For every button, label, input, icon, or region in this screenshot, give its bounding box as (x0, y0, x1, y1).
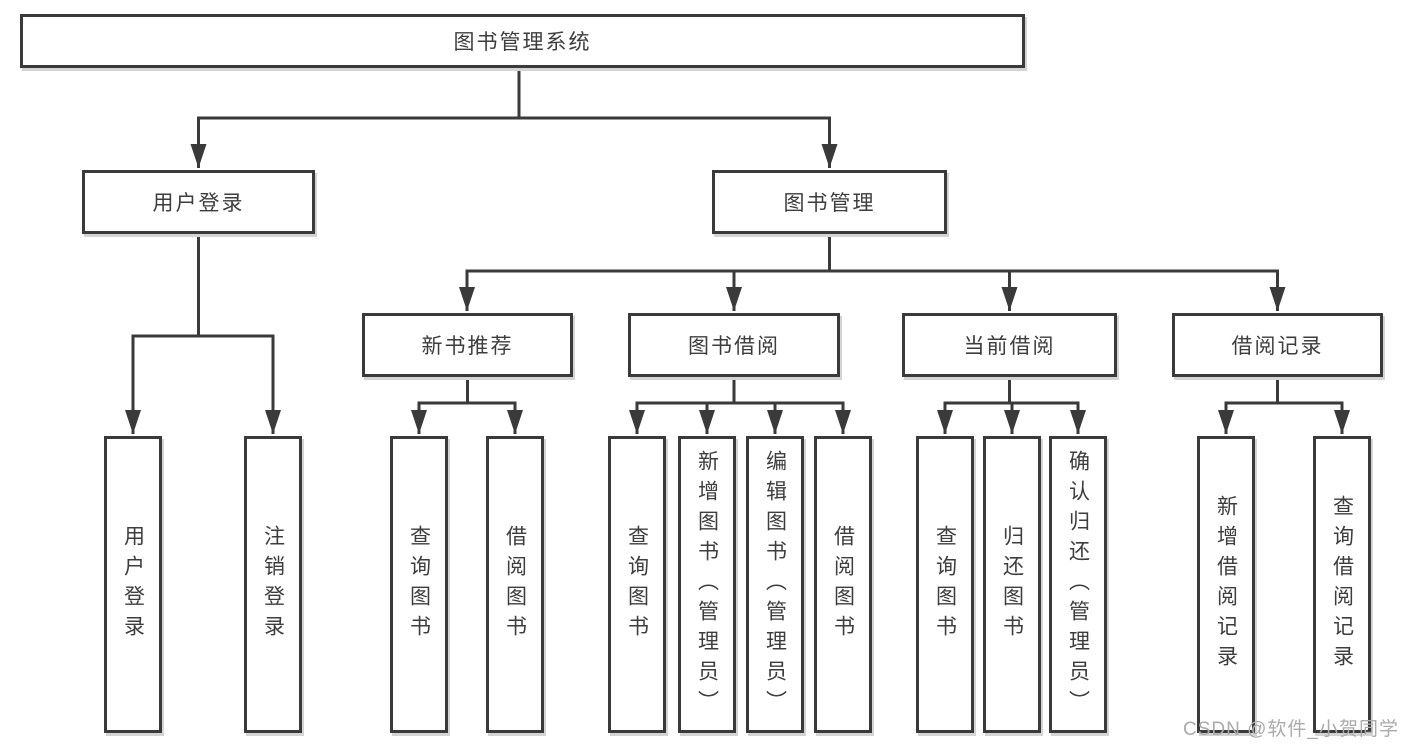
node-user-login: 用户登录 (82, 170, 315, 234)
node-book-borrowing: 图书借阅 (628, 313, 840, 377)
leaf-search-books-recommend: 查询图书 (390, 436, 448, 733)
leaf-add-books-admin: 新增图书（管理员） (678, 436, 736, 733)
leaf-user-login: 用户登录 (104, 436, 162, 733)
node-borrowing-records: 借阅记录 (1172, 313, 1383, 377)
node-library-management-system: 图书管理系统 (20, 14, 1025, 68)
csdn-watermark: CSDN @软件_小贺同学 (1183, 719, 1399, 740)
node-book-management: 图书管理 (712, 170, 947, 234)
leaf-return-books: 归还图书 (983, 436, 1041, 733)
leaf-borrow-books-recommend: 借阅图书 (486, 436, 544, 733)
leaf-edit-books-admin: 编辑图书（管理员） (746, 436, 804, 733)
leaf-add-borrow-record: 新增借阅记录 (1197, 436, 1255, 733)
leaf-search-borrow-record: 查询借阅记录 (1313, 436, 1371, 733)
node-current-borrowing: 当前借阅 (902, 313, 1117, 377)
leaf-search-books-current: 查询图书 (916, 436, 974, 733)
leaf-confirm-return-admin: 确认归还（管理员） (1049, 436, 1107, 733)
leaf-search-books-borrowing: 查询图书 (608, 436, 666, 733)
leaf-logout: 注销登录 (244, 436, 302, 733)
leaf-borrow-books-borrowing: 借阅图书 (814, 436, 872, 733)
node-new-book-recommendation: 新书推荐 (362, 313, 573, 377)
